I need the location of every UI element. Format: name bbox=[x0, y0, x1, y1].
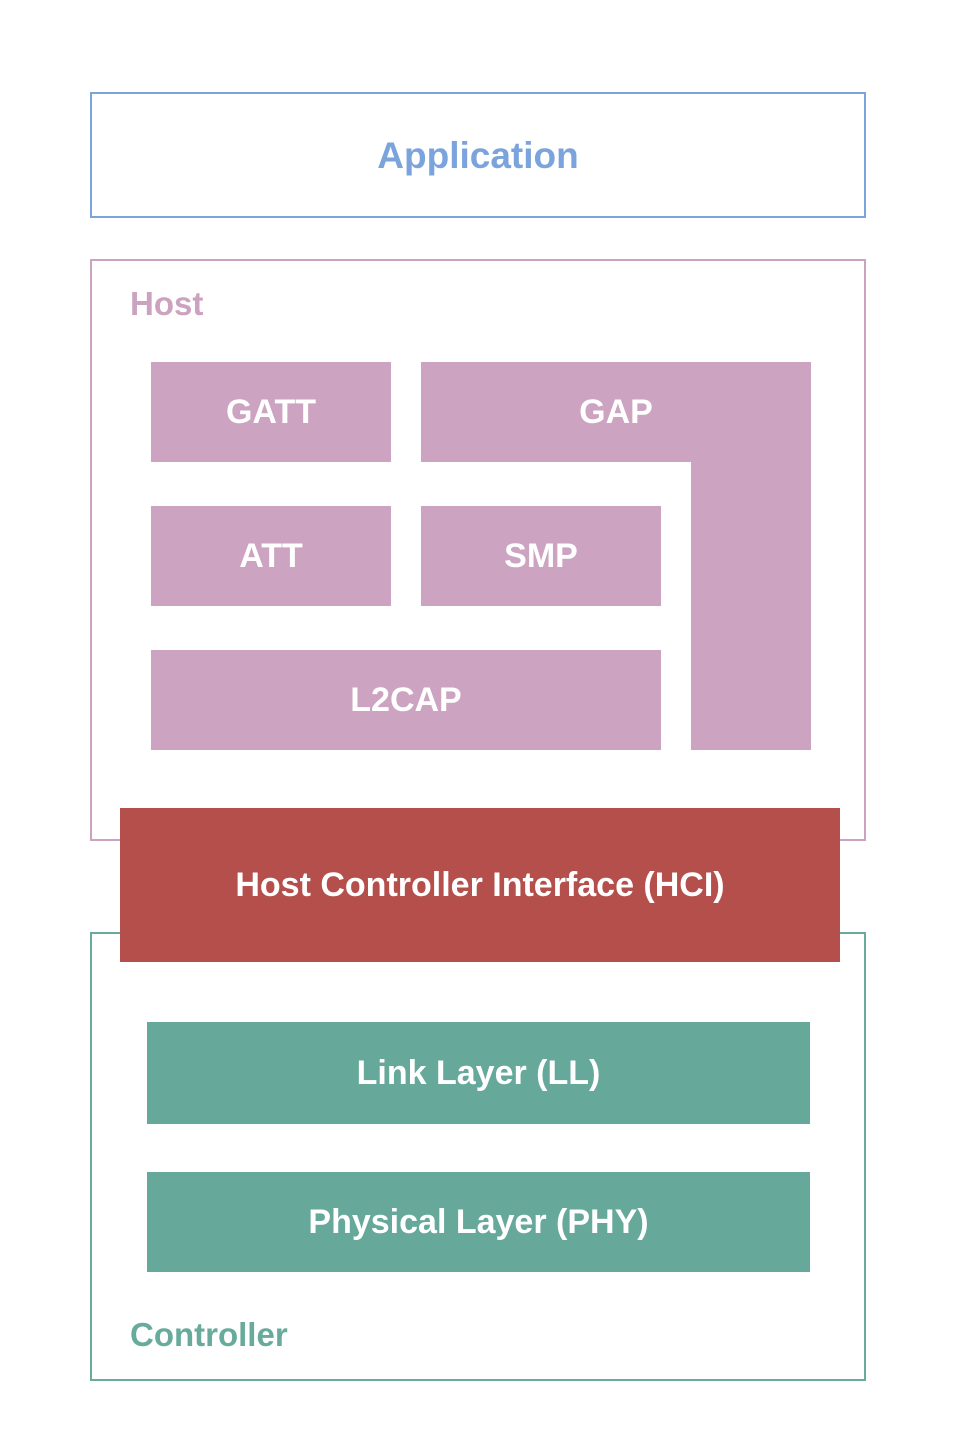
block-att: ATT bbox=[151, 506, 391, 606]
block-gap-label: GAP bbox=[579, 393, 653, 431]
controller-layer-box bbox=[90, 932, 866, 1381]
application-layer-label: Application bbox=[377, 134, 579, 176]
block-host-controller-interface: Host Controller Interface (HCI) bbox=[120, 808, 840, 962]
block-l2cap: L2CAP bbox=[151, 650, 661, 750]
block-gatt: GATT bbox=[151, 362, 391, 462]
block-physical-layer: Physical Layer (PHY) bbox=[147, 1172, 810, 1272]
application-layer-box bbox=[90, 92, 866, 218]
host-layer-label: Host bbox=[130, 285, 204, 322]
block-smp: SMP bbox=[421, 506, 661, 606]
block-link-layer: Link Layer (LL) bbox=[147, 1022, 810, 1124]
controller-layer-label: Controller bbox=[130, 1316, 288, 1353]
